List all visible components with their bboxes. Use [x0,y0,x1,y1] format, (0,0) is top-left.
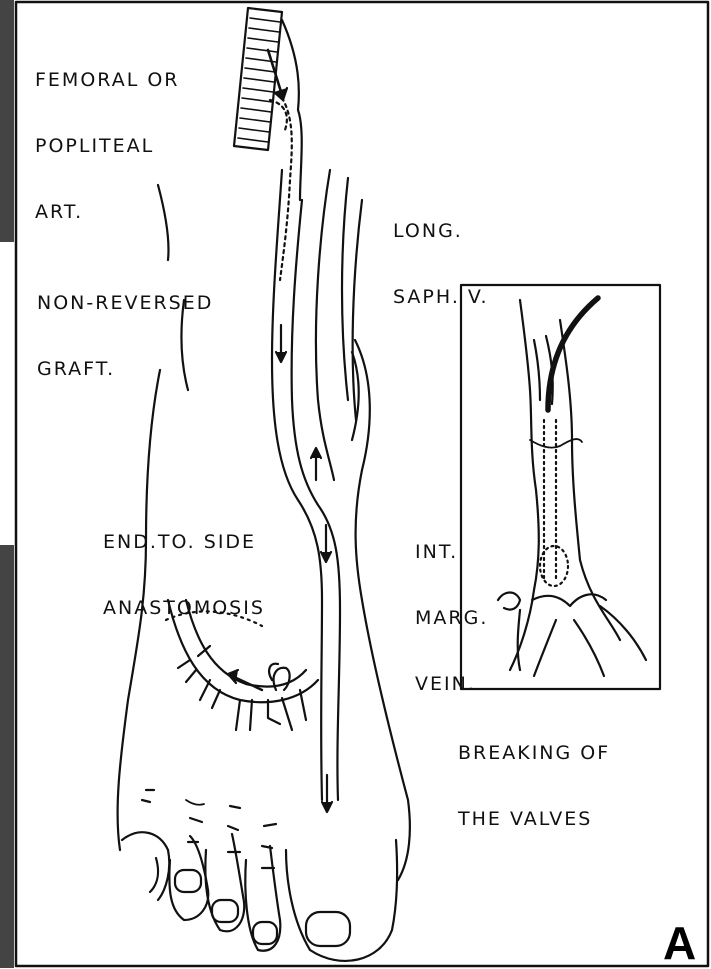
label-breaking-valves: BREAKING OF THE VALVES [458,698,610,874]
graft-proximal [282,20,302,200]
toes [122,800,397,961]
valvulotome [548,298,598,410]
saphenous-line-3 [316,170,334,480]
inset-vein [498,300,646,676]
label-end-to-side-anastomosis: END.TO. SIDE ANASTOMOSIS [103,487,265,663]
label-femoral-artery: FEMORAL OR POPLITEAL ART. [35,25,180,267]
saphenous-line-4 [342,178,348,400]
label-non-reversed-graft: NON-REVERSED GRAFT. [37,248,213,424]
label-long-saphenous-vein: LONG. SAPH. V. [393,176,489,352]
panel-letter: A [663,920,696,966]
saphenous-line-5 [353,200,362,420]
femoral-artery [234,8,282,150]
leg-outline-right [355,340,410,880]
